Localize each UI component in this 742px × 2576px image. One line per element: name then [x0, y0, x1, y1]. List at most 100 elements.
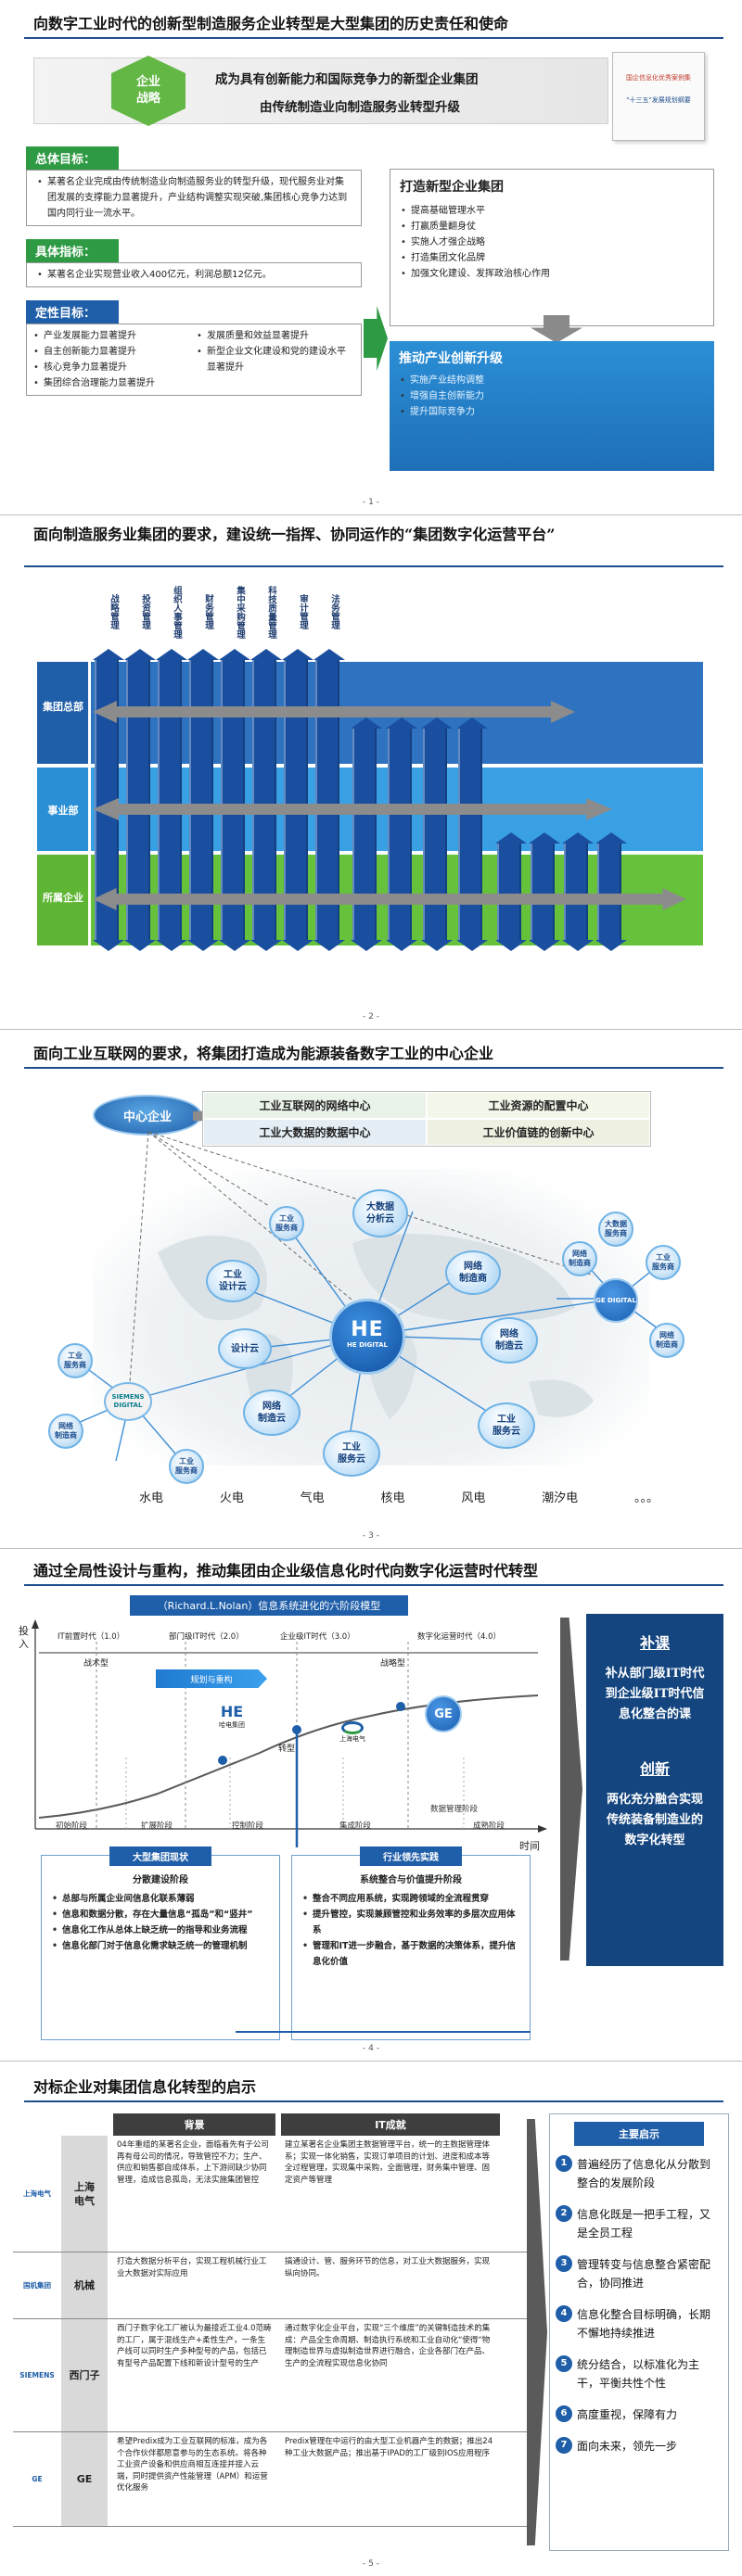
arrow-up-icon: [93, 649, 124, 660]
lesson-number-badge: 6: [556, 2405, 572, 2422]
arrow-down-icon: [562, 940, 594, 951]
slide-3: 面向工业互联网的要求，将集团打造成为能源装备数字工业的中心企业 中心企业 工业互…: [0, 1030, 742, 1549]
era-label: 数字化运营时代（4.0）: [416, 1631, 504, 1642]
qualitative-right-list: 发展质量和效益显著提升新型企业文化建设和党的建设水平显著提升: [196, 328, 353, 391]
platform-column-arrow: [595, 832, 627, 951]
arrow-down-icon: [421, 940, 453, 951]
current-state-item: 信息化工作从总体上缺乏统一的指导和业务流程: [51, 1922, 270, 1938]
qualitative-head: 定性目标：: [26, 300, 119, 324]
new-group-head: 打造新型企业集团: [400, 180, 504, 195]
book-cover: 国企信息化优秀案例集 "十三五"发展规划纲要: [612, 52, 705, 141]
arrow-up-icon: [282, 649, 313, 660]
slide-3-title: 面向工业互联网的要求，将集团打造成为能源装备数字工业的中心企业: [33, 1045, 494, 1062]
page-number: - 5 -: [363, 2559, 379, 2569]
company-name: 机械: [61, 2252, 108, 2318]
company-background: 西门子数字化工厂被认为最接近工业4.0范畴的工厂，属于混线生产+柔性生产，一条生…: [117, 2324, 272, 2368]
platform-column-arrow: [529, 832, 560, 951]
leading-practice-head: 行业领先实践: [360, 1846, 462, 1866]
transform-label: 转型: [278, 1745, 296, 1754]
indicator-head: 具体指标：: [26, 239, 119, 262]
company-it-achievement: 建立某著名企业集团主数据管理平台，统一的主数据管理体系；实现一体化销售，实现订单…: [285, 2140, 491, 2185]
node-network-manufacturer: 网络 制造商: [48, 1414, 83, 1449]
lesson-text: 统分结合，以标准化为主干，平衡共性个性: [577, 2358, 700, 2390]
platform-column-arrow: [421, 717, 453, 951]
shanghai-icon: [341, 1721, 364, 1734]
banner-line-1: 成为具有创新能力和国际竞争力的新型企业集团: [215, 72, 479, 87]
current-state-item: 信息化部门对于信息化需求缺乏统一的管理机制: [51, 1938, 270, 1954]
arrow-down-icon: [495, 940, 527, 951]
lesson-text: 普遍经历了信息化从分散到整合的发展阶段: [577, 2158, 711, 2189]
lesson-number-badge: 3: [556, 2255, 572, 2272]
row-enterprise: [37, 855, 88, 945]
logo-shanghai-text: 上海电气: [339, 1735, 365, 1743]
title-underline: [24, 1584, 723, 1586]
qualitative-left-list: 产业发展能力显著提升自主创新能力显著提升核心竞争力显著提升集团综合治理能力显著提…: [32, 328, 190, 391]
new-group-item: 实施人才强企战略: [400, 235, 704, 250]
platform-column-arrow: [386, 717, 417, 951]
logo-shanghai-electric: 上海电气: [330, 1721, 375, 1753]
phase-label: 控制阶段: [232, 1821, 264, 1831]
cloud-network-manufacturer: 网络 制造商: [445, 1250, 501, 1295]
company-background: 04年重组的某著名企业，面临着先有子公司再有母公司的情况，导致管控不力；生产、供…: [117, 2140, 269, 2185]
row-division-label: 事业部: [47, 805, 79, 817]
platform-column-arrow: [351, 717, 382, 951]
center-cell: 工业资源的配置中心: [427, 1092, 650, 1119]
arrow-up-icon: [156, 649, 187, 660]
logo-he-mark: HE: [220, 1703, 244, 1720]
qualitative-item: 集团综合治理能力显著提升: [32, 375, 190, 391]
company-name: 上海 电气: [61, 2136, 108, 2252]
company-logo: GE: [32, 2475, 43, 2483]
company-background: 打造大数据分析平台，实现工程机械行业工业大数据对实际应用: [117, 2257, 267, 2278]
company-logo: 上海电气: [23, 2189, 51, 2198]
arrow-up-icon: [250, 649, 282, 660]
lesson-number-badge: 2: [556, 2205, 572, 2222]
node-service-provider: 工业 服务商: [269, 1206, 304, 1241]
lesson-text: 面向未来，领先一步: [577, 2440, 678, 2453]
row-hq-label: 集团总部: [43, 701, 83, 713]
cloud-network-manufacturing-1: 网络 制造云: [243, 1390, 301, 1436]
hub-text: HE DIGITAL: [347, 1341, 388, 1349]
arrow-down-icon: [351, 940, 382, 951]
company-logo: 国机集团: [23, 2281, 51, 2290]
arrow-up-icon: [187, 649, 219, 660]
table-header: 背景 IT成就: [113, 2113, 532, 2136]
leading-practice-item: 提升管控，实现兼顾管控和业务效率的多层次应用体系: [301, 1907, 520, 1938]
qualitative-item: 发展质量和效益显著提升: [196, 328, 353, 344]
y-axis-label: 投入: [19, 1625, 29, 1650]
phase-row: 初始阶段扩展阶段控制阶段集成阶段数据管理阶段成熟阶段: [37, 1805, 538, 1833]
industry-label: 气电: [300, 1491, 325, 1505]
center-enterprise-badge: 中心企业: [93, 1095, 202, 1136]
leading-practice-item: 管理和IT进一步融合，基于数据的决策体系，提升信息化价值: [301, 1938, 520, 1970]
qualitative-item: 新型企业文化建设和党的建设水平显著提升: [196, 344, 353, 375]
logo-ge: GE: [425, 1695, 462, 1732]
column-header: 科技质量管理: [252, 573, 276, 647]
center-arrow: [364, 306, 388, 371]
current-state-item: 信息和数据分散，存在大量信息“孤岛”和“竖井”: [51, 1907, 270, 1922]
book-text-1: 国企信息化优秀案例集: [626, 74, 691, 82]
arrow-down-icon: [386, 940, 417, 951]
arrow-up-icon: [313, 649, 345, 660]
qualitative-box: 产业发展能力显著提升自主创新能力显著提升核心竞争力显著提升集团综合治理能力显著提…: [26, 324, 362, 396]
arrow-down-icon: [313, 940, 345, 951]
new-group-list: 提高基础管理水平打赢质量翻身仗实施人才强企战略打造集团文化品牌加强文化建设、发挥…: [400, 203, 704, 282]
column-header: 财务管理: [189, 573, 213, 647]
phase-label: 数据管理阶段: [430, 1805, 479, 1814]
column-header: 投资管理: [126, 573, 150, 647]
page-number: - 2 -: [363, 1012, 379, 1022]
overall-goal-head: 总体目标：: [26, 146, 119, 170]
arrow-down-icon: [93, 940, 124, 951]
lesson-text: 信息化既是一把手工程，又是全员工程: [577, 2208, 711, 2240]
title-underline: [24, 1067, 723, 1069]
center-cell: 工业价值链的创新中心: [427, 1119, 650, 1146]
siemens-digital-node: SIEMENS DIGITAL: [104, 1382, 152, 1421]
slide-1: 向数字工业时代的创新型制造服务企业转型是大型集团的历史责任和使命 企业 战略 成…: [0, 0, 742, 515]
column-header: 组织人事管理: [158, 573, 182, 647]
arrow-down-icon: [529, 940, 560, 951]
tactic-label: 战术型: [83, 1659, 109, 1669]
